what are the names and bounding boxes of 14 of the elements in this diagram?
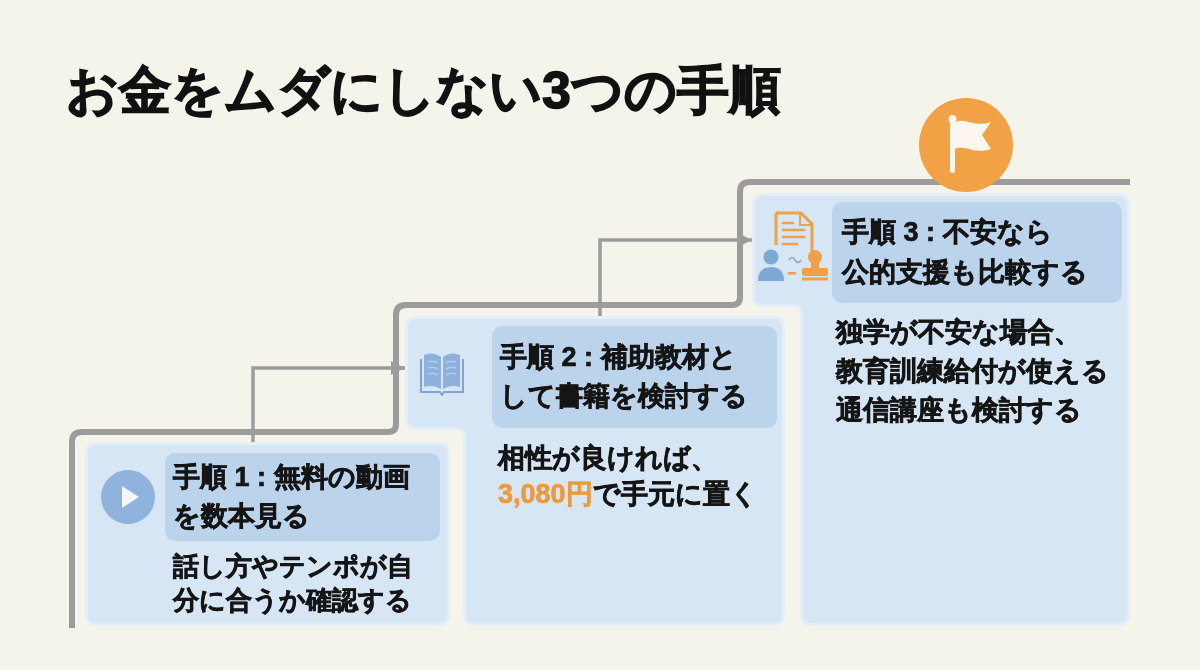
step-card (85, 442, 450, 626)
step-description: 話し方やテンポが自分に合うか確認する (173, 550, 413, 617)
heading-panel (492, 326, 777, 428)
step-card (752, 193, 1130, 626)
step-title: 手順 3 : 不安なら公的支援も比較する (842, 216, 1088, 289)
heading-panel (165, 453, 440, 541)
arrow (251, 361, 405, 442)
step-description: 相性が良ければ、3,080円で手元に置く (498, 442, 758, 512)
step-title: 手順 2 : 補助教材として書籍を検討する (500, 340, 748, 413)
arrow (598, 233, 752, 316)
title: お金をムダにしない3つの手順 (66, 60, 781, 121)
step-title: 手順 1 : 無料の動画を数本見る (173, 460, 410, 533)
step-description: 独学が不安な場合、教育訓練給付が使える通信講座も検討する (836, 316, 1109, 428)
heading-panel (832, 202, 1122, 303)
